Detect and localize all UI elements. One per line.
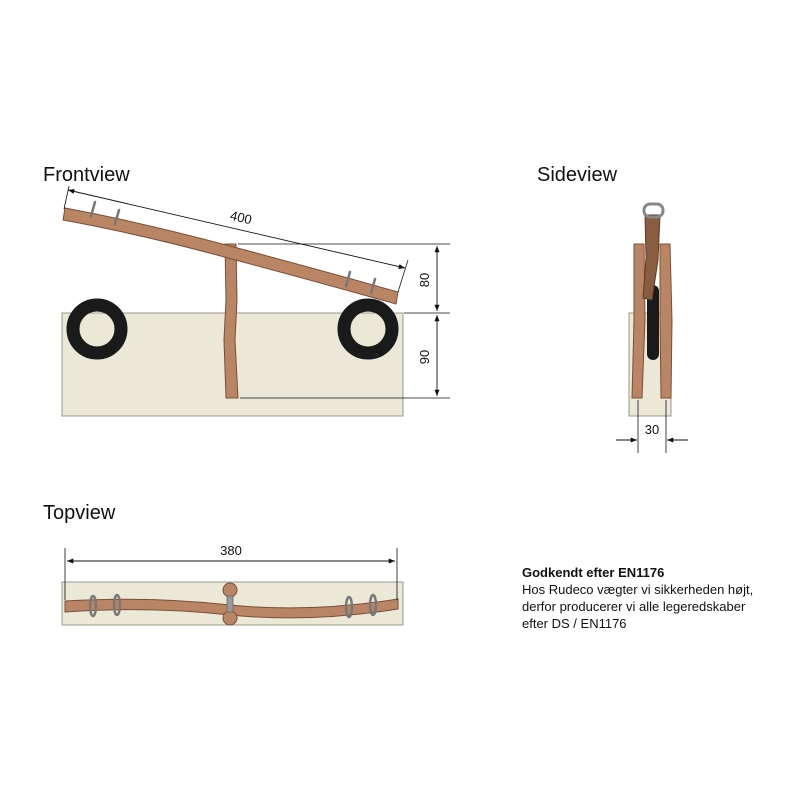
dim-400-ext-right: [397, 259, 409, 293]
dim-80-label: 80: [417, 273, 432, 287]
top-post-lower: [222, 610, 238, 626]
front-tire-left: [66, 298, 128, 360]
top-center-axle: [226, 595, 234, 613]
dim-30-label: 30: [645, 422, 659, 437]
top-post-upper: [222, 582, 238, 598]
dim-400-ext-left: [63, 185, 70, 210]
frontview-title: Frontview: [43, 164, 130, 186]
top-view: 380: [61, 543, 404, 626]
dim-400-line: [67, 188, 406, 270]
topview-title: Topview: [43, 502, 116, 524]
front-view: 400 80 90: [61, 185, 450, 417]
certification-line-2: derfor producerer vi alle legeredskaber: [522, 599, 746, 614]
certification-line-1: Hos Rudeco vægter vi sikkerheden højt,: [522, 582, 754, 597]
certification-heading: Godkendt efter EN1176: [522, 565, 665, 580]
dim-380-label: 380: [220, 543, 242, 558]
side-post-left: [631, 243, 646, 399]
side-view: 30: [616, 202, 688, 453]
side-tire: [647, 285, 659, 360]
dim-90-label: 90: [417, 350, 432, 364]
side-post-right: [659, 243, 673, 399]
front-post: [223, 243, 239, 399]
dim-400-label: 400: [229, 208, 254, 227]
side-handle-ring: [642, 202, 665, 219]
certification-line-3: efter DS / EN1176: [522, 616, 627, 631]
front-tire-right: [337, 298, 399, 360]
sideview-title: Sideview: [537, 164, 618, 186]
top-handles: [88, 593, 378, 619]
certification-note: Godkendt efter EN1176 Hos Rudeco vægter …: [522, 564, 792, 632]
